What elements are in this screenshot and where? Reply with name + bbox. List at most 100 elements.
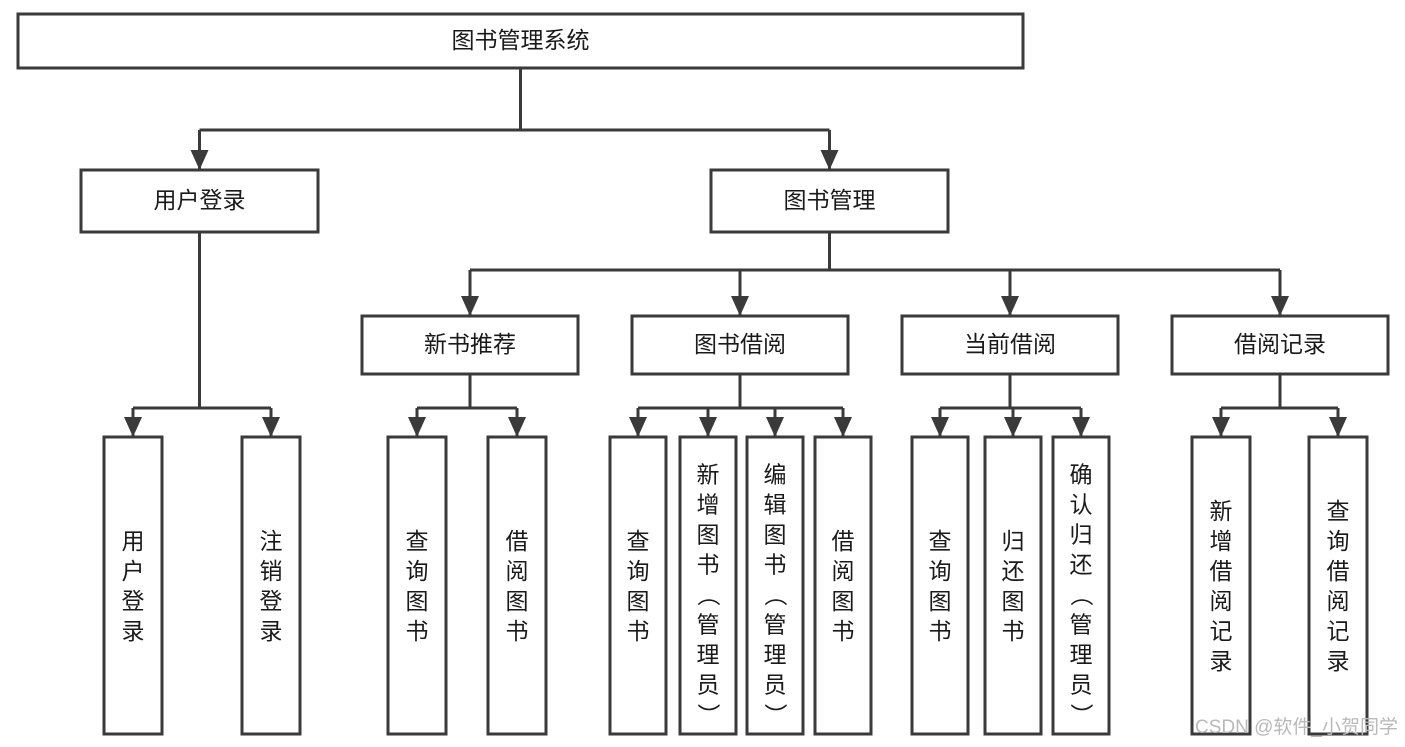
edge-group-new-book-rec (408, 374, 526, 437)
node-label-leaf-logout-login: 登 (260, 588, 283, 614)
node-label-leaf-return-book: 归 (1002, 528, 1025, 554)
node-label-leaf-user-login: 户 (122, 558, 145, 584)
node-label-leaf-query-book-3: 书 (929, 618, 952, 644)
arrow-head-icon (820, 150, 839, 170)
node-label-leaf-add-book: 员 (697, 671, 720, 697)
node-label-leaf-add-book: 图 (697, 521, 720, 547)
node-label-leaf-query-record: 借 (1327, 558, 1350, 584)
node-new-book-rec[interactable]: 新书推荐 (360, 314, 580, 376)
node-box-leaf-user-login (102, 435, 164, 736)
arrow-head-icon (731, 296, 749, 316)
node-label-leaf-confirm-return: 管 (1070, 611, 1093, 637)
node-label-leaf-borrow-book-2: 书 (832, 618, 855, 644)
arrow-head-icon (461, 296, 479, 316)
node-label-leaf-borrow-book-2: 借 (832, 528, 855, 554)
node-current-borrow[interactable]: 当前借阅 (900, 314, 1120, 376)
node-borrow-record[interactable]: 借阅记录 (1170, 314, 1390, 376)
node-box-leaf-query-record (1307, 435, 1369, 736)
node-label-leaf-return-book: 还 (1002, 558, 1025, 584)
node-label-leaf-query-record: 阅 (1327, 588, 1350, 614)
node-box-leaf-return-book (983, 435, 1043, 736)
node-box-borrow-record (1170, 314, 1390, 376)
arrow-head-icon (1329, 417, 1347, 437)
edge-group-borrow-record (1212, 374, 1347, 437)
node-label-leaf-add-record: 增 (1210, 528, 1233, 554)
node-label-leaf-query-book-1: 询 (406, 558, 429, 584)
node-box-leaf-borrow-book-1 (486, 435, 548, 736)
node-label-leaf-logout-login: 注 (260, 528, 283, 554)
arrow-head-icon (124, 417, 142, 437)
node-label-leaf-edit-book: 员 (764, 671, 787, 697)
node-user-login[interactable]: 用户登录 (79, 168, 320, 234)
node-label-leaf-query-record: 录 (1327, 648, 1350, 674)
edge-group-user-login (124, 232, 280, 437)
node-label-leaf-borrow-book-1: 书 (506, 618, 529, 644)
node-box-leaf-add-book (678, 435, 738, 736)
node-label-leaf-edit-book: 书 (764, 551, 787, 577)
arrow-head-icon (1271, 296, 1289, 316)
connectors-layer (124, 68, 1347, 437)
node-label-current-borrow: 当前借阅 (964, 331, 1056, 357)
node-label-leaf-add-record: 借 (1210, 558, 1233, 584)
node-box-root (16, 12, 1025, 70)
node-label-leaf-add-book: 管 (697, 611, 720, 637)
node-label-leaf-add-book: 增 (697, 491, 720, 517)
node-label-leaf-edit-book: 图 (764, 521, 787, 547)
node-label-leaf-query-book-2: 图 (627, 588, 650, 614)
node-label-leaf-query-book-3: 图 (929, 588, 952, 614)
node-book-borrow[interactable]: 图书借阅 (630, 314, 850, 376)
node-label-leaf-confirm-return: 确 (1070, 461, 1093, 487)
node-label-leaf-add-book: 理 (697, 641, 720, 667)
arrow-head-icon (1072, 417, 1090, 437)
node-box-new-book-rec (360, 314, 580, 376)
arrow-head-icon (1004, 417, 1022, 437)
node-label-leaf-logout-login: 录 (260, 618, 283, 644)
node-label-leaf-user-login: 登 (122, 588, 145, 614)
node-label-leaf-add-record: 新 (1210, 498, 1233, 524)
edge-group-book-borrow (629, 374, 852, 437)
node-leaf-user-login[interactable]: 用户登录 (102, 435, 164, 736)
node-label-leaf-borrow-book-1: 借 (506, 528, 529, 554)
node-book-manage[interactable]: 图书管理 (709, 168, 950, 234)
node-label-leaf-confirm-return: 还 (1070, 551, 1093, 577)
node-label-leaf-borrow-book-1: 图 (506, 588, 529, 614)
node-label-leaf-edit-book: ） (762, 703, 788, 726)
node-root[interactable]: 图书管理系统 (16, 12, 1025, 70)
node-label-leaf-edit-book: 管 (764, 611, 787, 637)
node-box-leaf-query-book-3 (910, 435, 970, 736)
node-box-current-borrow (900, 314, 1120, 376)
node-box-book-borrow (630, 314, 850, 376)
node-box-leaf-logout-login (240, 435, 302, 736)
node-label-leaf-edit-book: 编 (764, 461, 787, 487)
node-box-leaf-edit-book (745, 435, 805, 736)
arrow-head-icon (766, 417, 784, 437)
arrow-head-icon (262, 417, 280, 437)
node-box-leaf-query-book-1 (386, 435, 448, 736)
node-box-book-manage (709, 168, 950, 234)
node-label-leaf-confirm-return: ） (1068, 703, 1094, 726)
node-box-leaf-add-record (1190, 435, 1252, 736)
arrow-head-icon (408, 417, 426, 437)
node-label-root: 图书管理系统 (452, 27, 590, 53)
node-label-leaf-query-book-2: 询 (627, 558, 650, 584)
arrow-head-icon (931, 417, 949, 437)
node-label-leaf-logout-login: 销 (260, 558, 283, 584)
node-label-borrow-record: 借阅记录 (1234, 331, 1326, 357)
node-label-leaf-user-login: 用 (122, 528, 145, 554)
node-label-user-login: 用户登录 (154, 187, 246, 213)
node-label-leaf-edit-book: 理 (764, 641, 787, 667)
